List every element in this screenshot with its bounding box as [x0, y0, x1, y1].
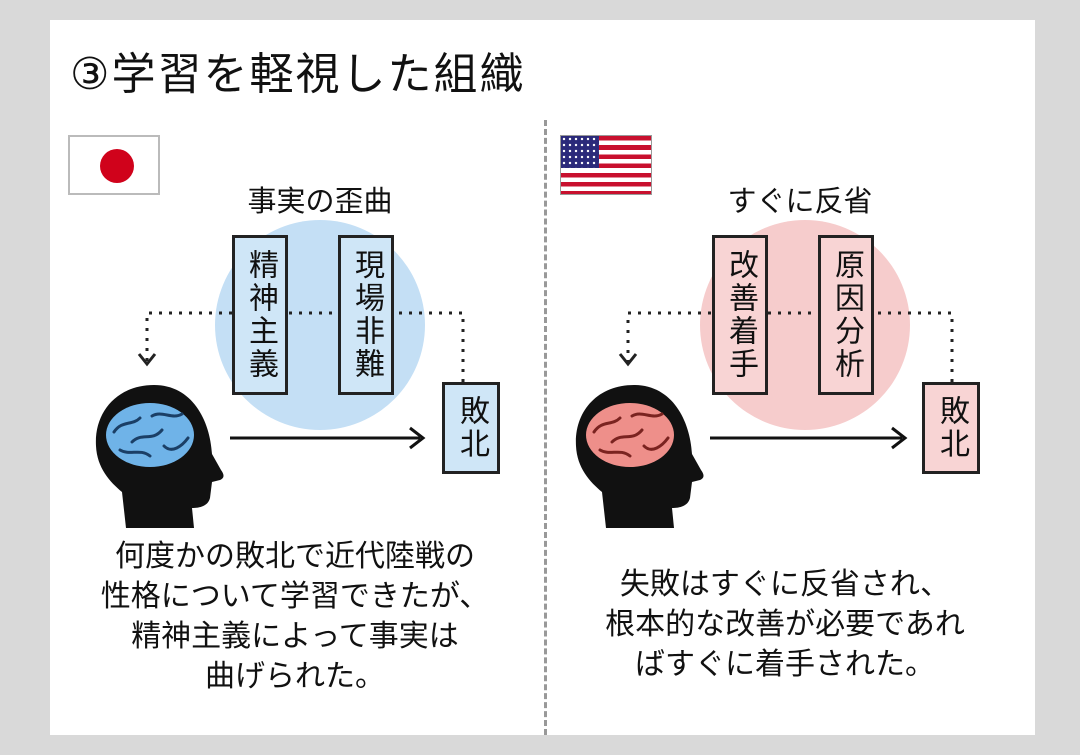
japan-box-seishin-shugi: 精神主義 [232, 235, 288, 395]
japan-description-line-2: 性格について学習できたが、 [100, 579, 490, 614]
japan-flag-disc [100, 149, 134, 183]
usa-box-defeat: 敗北 [922, 382, 980, 474]
usa-feedback-connector [618, 311, 954, 450]
japan-box-defeat-label: 敗北 [454, 395, 489, 461]
japan-description-line-1: 何度かの敗北で近代陸戦の [115, 539, 475, 574]
japan-description-line-3: 精神主義によって事実は [131, 619, 459, 654]
usa-description-line-2: 根本的な改善が必要であれ [605, 607, 965, 642]
brain-folds [112, 412, 190, 458]
dashed-divider [544, 120, 547, 735]
usa-box-genin-bunseki: 原因分析 [818, 235, 874, 395]
brain-folds [592, 412, 670, 458]
japan-dotted-feedback-line [145, 311, 465, 382]
usa-description-line-3: ばすぐに着手された。 [635, 647, 935, 682]
japan-feedback-arrowhead [137, 353, 157, 367]
usa-arrowhead [891, 426, 908, 450]
japan-flag-icon [68, 135, 160, 195]
usa-box-genin-bunseki-label: 原因分析 [829, 249, 864, 381]
japan-box-defeat: 敗北 [442, 382, 500, 474]
usa-description-line-1: 失敗はすぐに反省され、 [619, 567, 951, 602]
usa-description: 失敗はすぐに反省され、 根本的な改善が必要であれ ばすぐに着手された。 [565, 565, 1005, 685]
usa-heading: すぐに反省 [727, 184, 873, 218]
red-brain-head-icon [575, 385, 704, 528]
usa-flag-icon [560, 135, 652, 195]
japan-box-genba-hinan-label: 現場非難 [349, 249, 384, 381]
japan-heading: 事実の歪曲 [247, 184, 393, 218]
japan-feedback-connector [137, 311, 465, 450]
usa-feedback-arrowhead [618, 353, 638, 367]
blue-brain-head-icon [95, 385, 224, 528]
usa-box-defeat-label: 敗北 [934, 395, 969, 461]
usa-box-kaizen-chakushu: 改善着手 [712, 235, 768, 395]
usa-panel: すぐに反省 改善着手 原因分析 敗北 失敗はすぐに反省され、 根本的な改善が必要… [540, 20, 1030, 735]
page-title: ③学習を軽視した組織 [70, 49, 526, 100]
usa-box-kaizen-chakushu-label: 改善着手 [723, 249, 758, 381]
japan-box-genba-hinan: 現場非難 [338, 235, 394, 395]
japan-description-line-4: 曲げられた。 [205, 659, 385, 694]
usa-dotted-feedback-line [626, 311, 954, 382]
japan-arrowhead [409, 426, 426, 450]
japan-box-seishin-shugi-label: 精神主義 [243, 249, 278, 381]
japan-panel: 事実の歪曲 精神主義 現場非難 敗北 何度かの敗北で近代陸戦の 性格について学習… [50, 20, 540, 735]
usa-flag-canton [561, 136, 599, 168]
infographic-card: ③学習を軽視した組織 事実の歪曲 精神主義 現場非難 敗北 何度 [50, 20, 1035, 735]
japan-description: 何度かの敗北で近代陸戦の 性格について学習できたが、 精神主義によって事実は 曲… [70, 537, 520, 697]
